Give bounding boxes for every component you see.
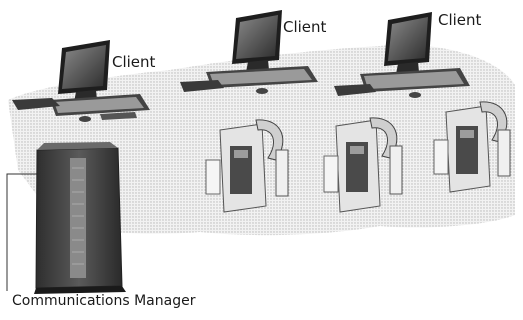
telephone-icon bbox=[323, 117, 403, 213]
client-middle-workstation bbox=[180, 10, 318, 94]
ip-phone-2 bbox=[323, 117, 403, 213]
telephone-icon bbox=[205, 119, 289, 213]
ip-phone-3 bbox=[433, 101, 511, 193]
desktop-computer-icon bbox=[334, 12, 470, 98]
telephone-icon bbox=[433, 101, 511, 193]
server-label-connector bbox=[6, 173, 37, 291]
communications-manager-label: Communications Manager bbox=[12, 293, 196, 309]
ip-phone-1 bbox=[205, 119, 289, 213]
server-tower-icon bbox=[34, 142, 126, 294]
desktop-computer-icon bbox=[12, 40, 150, 122]
client-left-workstation bbox=[12, 40, 150, 122]
client-left-label: Client bbox=[112, 53, 156, 71]
desktop-computer-icon bbox=[180, 10, 318, 94]
client-right-label: Client bbox=[438, 11, 482, 29]
client-right-workstation bbox=[334, 12, 470, 98]
communications-manager-server bbox=[34, 142, 126, 294]
client-middle-label: Client bbox=[283, 18, 327, 36]
